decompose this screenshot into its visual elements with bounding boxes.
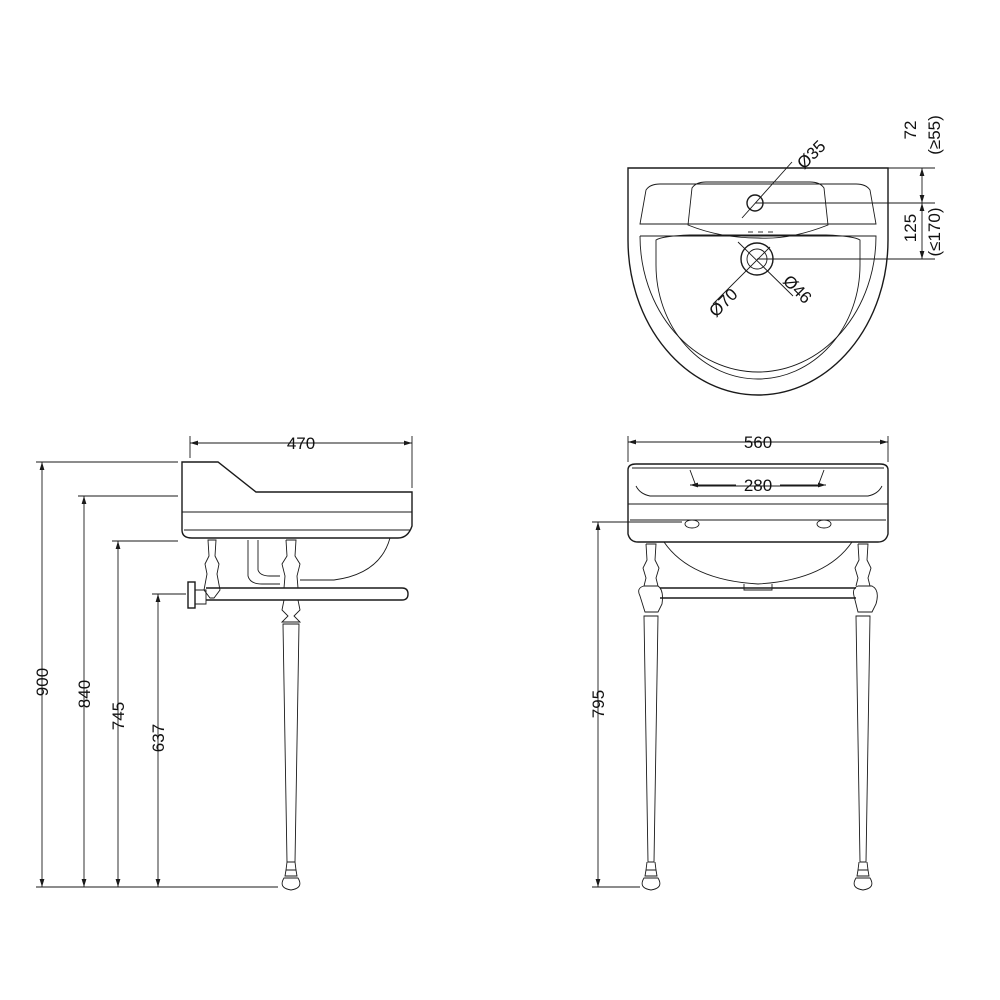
top-view-outline [627, 167, 889, 396]
front-basin-body [627, 463, 889, 543]
side-trap [247, 540, 280, 585]
side-wall-flange [187, 581, 196, 609]
front-height-label: 795 [589, 690, 608, 718]
side-width-label: 470 [287, 434, 315, 453]
top-view-bowl [655, 234, 861, 380]
height-rail-label: 637 [149, 724, 168, 752]
tap-centres-label: 280 [744, 476, 772, 495]
front-tap-deck [689, 469, 825, 487]
tap-hole-leader [741, 161, 793, 219]
waste-leader-left [712, 246, 771, 305]
waste-inner-dia-label: Ø46 [779, 271, 815, 307]
waste-offset-range-label: (≤170) [925, 207, 944, 256]
front-waste [743, 584, 773, 591]
top-view-tap-deck [639, 183, 877, 225]
side-basin-body [181, 461, 413, 539]
side-bowl [300, 537, 391, 581]
front-left-leg [638, 543, 663, 891]
height-rim-label: 840 [75, 680, 94, 708]
side-view: 470 900 840 745 637 [33, 434, 413, 891]
waste-outer-dia-label: Ø70 [705, 285, 741, 321]
front-towel-rail [660, 587, 856, 599]
top-view-rim [639, 235, 877, 373]
front-width-label: 560 [744, 433, 772, 452]
side-towel-rail [206, 587, 409, 601]
top-offset-range-label: (≥55) [925, 115, 944, 155]
front-right-leg [853, 543, 878, 891]
waste-offset-label: 125 [901, 214, 920, 242]
side-wall-bracket [195, 589, 207, 605]
side-front-leg [280, 539, 302, 891]
front-deck-edge [635, 485, 883, 497]
top-view-tap-deck-inner [687, 181, 829, 239]
front-bowl [663, 541, 853, 585]
side-rear-leg [203, 539, 221, 599]
front-overflow-right [816, 519, 832, 529]
waste-leader-right [737, 241, 794, 297]
front-overflow-left [684, 519, 700, 529]
height-total-label: 900 [33, 668, 52, 696]
top-view: Ø35 Ø70 Ø46 72 (≥55) 125 (≤170) [627, 115, 944, 396]
front-view: 560 280 795 [589, 433, 889, 891]
top-offset-label: 72 [901, 121, 920, 140]
height-underside-label: 745 [109, 702, 128, 730]
